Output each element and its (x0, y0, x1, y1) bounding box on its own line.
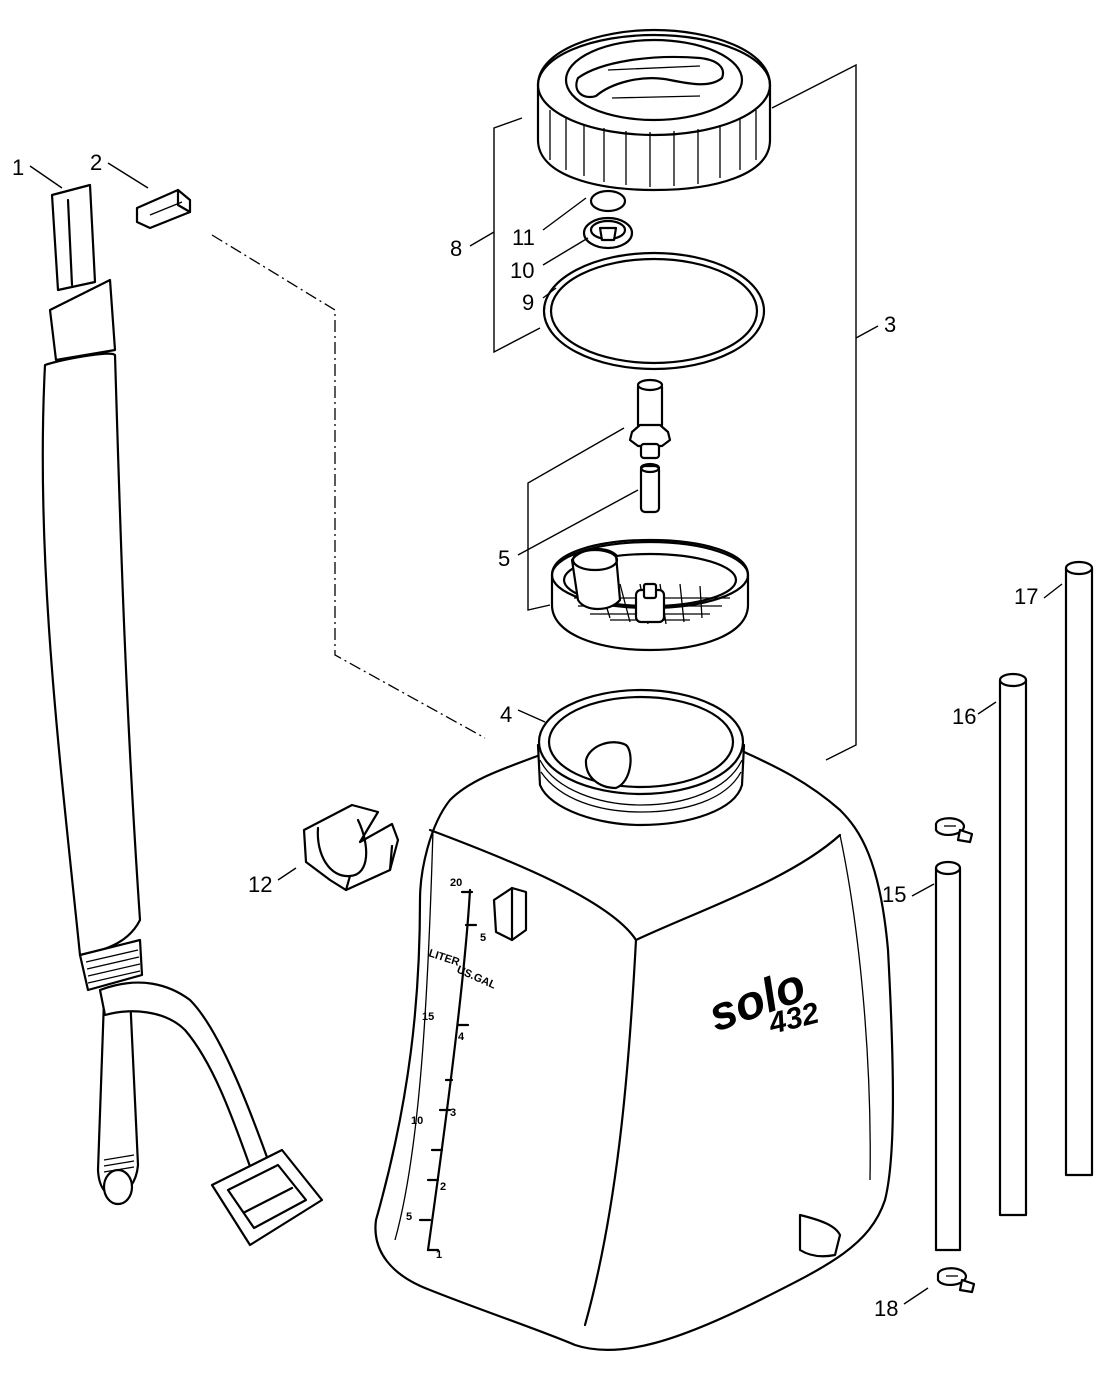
wand-holder-clip (302, 803, 400, 892)
callout-3: 3 (884, 312, 896, 337)
relief-valve (582, 216, 634, 250)
callout-16: 16 (952, 704, 976, 729)
small-o-ring (589, 189, 627, 213)
tube-15 (934, 860, 962, 1252)
lid-gasket (542, 251, 766, 371)
gal-mark-2: 2 (440, 1181, 446, 1193)
callout-10: 10 (510, 258, 534, 283)
shoulder-strap (41, 183, 324, 1247)
callout-1: 1 (12, 155, 24, 180)
callout-12: 12 (248, 872, 272, 897)
callout-2: 2 (90, 150, 102, 175)
plunger (628, 378, 672, 460)
bracket-8 (493, 117, 541, 354)
liter-mark-15: 15 (422, 1011, 434, 1023)
callout-18: 18 (874, 1296, 898, 1321)
callout-9: 9 (522, 290, 534, 315)
gal-mark-4: 4 (458, 1031, 465, 1043)
gal-mark-5: 5 (480, 932, 486, 944)
assembly-line (211, 234, 486, 739)
gal-mark-1: 1 (436, 1249, 442, 1261)
pin (639, 462, 661, 514)
liter-mark-20: 20 (450, 877, 462, 889)
tube-16 (998, 672, 1028, 1217)
tank-body: 20 5 LITER US.GAL 15 4 3 10 2 5 1 solo 4… (374, 688, 895, 1352)
strap-clip (135, 188, 192, 230)
callout-4: 4 (500, 702, 512, 727)
tube-17 (1064, 560, 1094, 1177)
callout-11: 11 (512, 225, 535, 250)
callout-labels: 1 2 3 4 5 8 9 10 11 12 15 16 17 18 (12, 150, 1038, 1321)
tank-lid (536, 28, 772, 192)
callout-8: 8 (450, 236, 462, 261)
leader-lines (29, 162, 1063, 1305)
liter-mark-10: 10 (411, 1115, 423, 1127)
strainer-basket (550, 538, 750, 652)
liter-mark-5: 5 (406, 1211, 412, 1223)
gal-mark-3: 3 (450, 1107, 456, 1119)
hose-clamp-18 (936, 1267, 976, 1294)
bracket-5 (527, 427, 625, 611)
callout-5: 5 (498, 546, 510, 571)
hose-clamp-top (934, 817, 974, 844)
callout-15: 15 (882, 882, 906, 907)
callout-17: 17 (1014, 584, 1038, 609)
bracket-3 (771, 63, 857, 761)
